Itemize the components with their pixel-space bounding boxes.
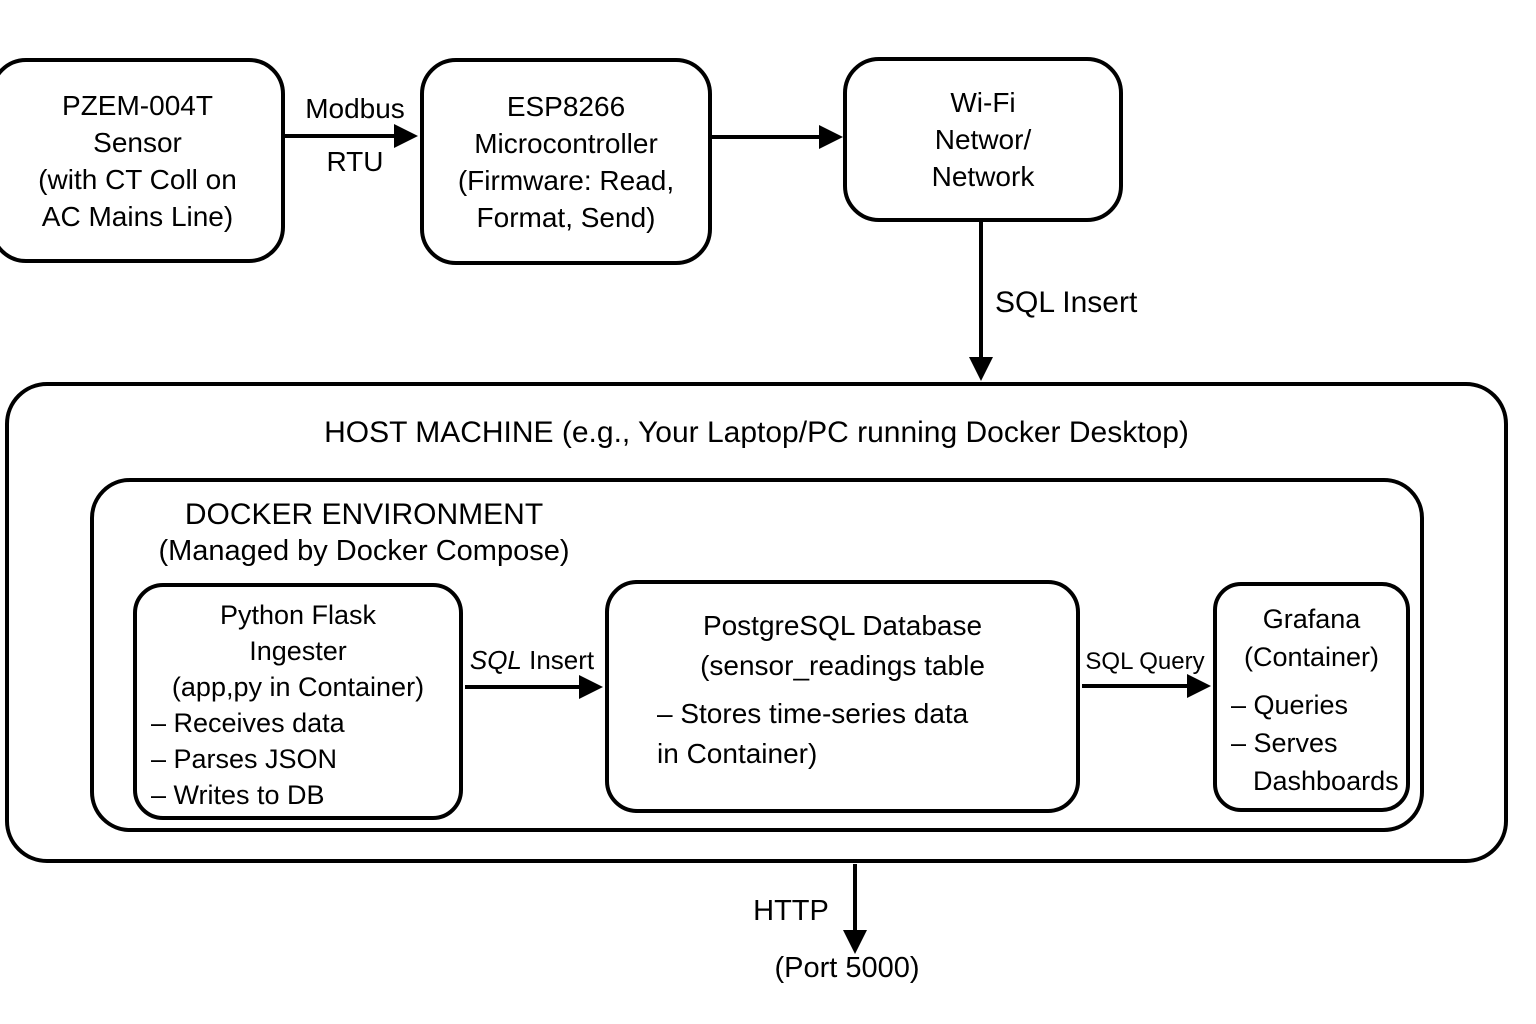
- arrowhead-pzem-to-esp: [394, 124, 418, 148]
- arrowhead-host-to-http: [843, 930, 867, 954]
- arrow-flask-to-postgres: [465, 685, 581, 689]
- pzem-line-3: (with CT Coll on: [38, 163, 237, 195]
- arrowhead-postgres-to-grafana: [1187, 674, 1211, 698]
- grafana-bullet-1: – Queries: [1231, 690, 1349, 720]
- docker-environment-title: DOCKER ENVIRONMENT: [184, 498, 544, 531]
- label-http: HTTP: [753, 895, 829, 927]
- node-grafana: Grafana (Container) – Queries – Serves D…: [1213, 582, 1410, 812]
- label-port-5000: (Port 5000): [774, 952, 920, 984]
- postgres-bullet-1: – Stores time-series data: [657, 698, 969, 729]
- flask-line-3: (app,py in Container): [171, 672, 425, 702]
- arrow-esp-to-wifi: [712, 135, 822, 139]
- grafana-bullet-3: Dashboards: [1253, 766, 1399, 796]
- label-sql-insert-top: SQL Insert: [995, 286, 1138, 319]
- node-postgresql: PostgreSQL Database (sensor_readings tab…: [605, 580, 1080, 813]
- node-flask-ingester: Python Flask Ingester (app,py in Contain…: [133, 583, 463, 820]
- wifi-line-1: Wi-Fi: [950, 87, 1016, 118]
- label-rtu: RTU: [326, 146, 384, 177]
- flask-bullet-3: – Writes to DB: [151, 780, 325, 810]
- node-pzem-sensor: PZEM-004T Sensor (with CT Coll on AC Mai…: [0, 58, 285, 263]
- flask-line-2: Ingester: [249, 636, 347, 666]
- pzem-line-1: PZEM-004T: [62, 89, 213, 121]
- grafana-bullet-2: – Serves: [1231, 728, 1338, 758]
- label-sql-query: SQL Query: [1085, 648, 1205, 675]
- postgres-line-2: (sensor_readings table: [700, 650, 985, 681]
- arrowhead-esp-to-wifi: [819, 125, 843, 149]
- esp-line-3: (Firmware: Read,: [457, 164, 675, 196]
- label-sql-insert-mid-sql: SQL: [469, 645, 522, 675]
- arrowhead-flask-to-postgres: [579, 675, 603, 699]
- flask-bullet-2: – Parses JSON: [151, 744, 338, 774]
- grafana-line-2: (Container): [1243, 642, 1380, 672]
- node-wifi-network: Wi-Fi Networ/ Network: [843, 57, 1123, 222]
- esp-line-4: Format, Send): [476, 201, 656, 233]
- postgres-line-1: PostgreSQL Database: [702, 610, 983, 641]
- pzem-line-2: Sensor: [93, 126, 182, 158]
- label-sql-insert-mid: SQL Insert: [461, 645, 603, 676]
- wifi-line-3: Network: [931, 161, 1035, 192]
- esp-line-2: Microcontroller: [474, 127, 658, 159]
- host-machine-title: HOST MACHINE (e.g., Your Laptop/PC runni…: [324, 416, 1189, 449]
- flask-bullet-1: – Receives data: [151, 708, 345, 738]
- label-modbus: Modbus: [305, 93, 405, 124]
- grafana-line-1: Grafana: [1262, 604, 1361, 634]
- label-sql-insert-mid-insert: Insert: [521, 645, 595, 675]
- docker-environment-subtitle: (Managed by Docker Compose): [158, 535, 570, 567]
- postgres-bullet-2: in Container): [657, 738, 818, 769]
- wifi-line-2: Networ/: [934, 124, 1032, 155]
- esp-line-1: ESP8266: [506, 90, 626, 122]
- arrow-postgres-to-grafana: [1082, 684, 1190, 688]
- pzem-line-4: AC Mains Line): [41, 200, 234, 232]
- node-esp8266: ESP8266 Microcontroller (Firmware: Read,…: [420, 58, 712, 265]
- arrow-pzem-to-esp: [285, 134, 397, 138]
- arrow-host-to-http: [853, 864, 857, 932]
- arrowhead-wifi-to-host: [969, 357, 993, 381]
- flask-line-1: Python Flask: [219, 600, 377, 630]
- arrow-wifi-to-host: [979, 222, 983, 360]
